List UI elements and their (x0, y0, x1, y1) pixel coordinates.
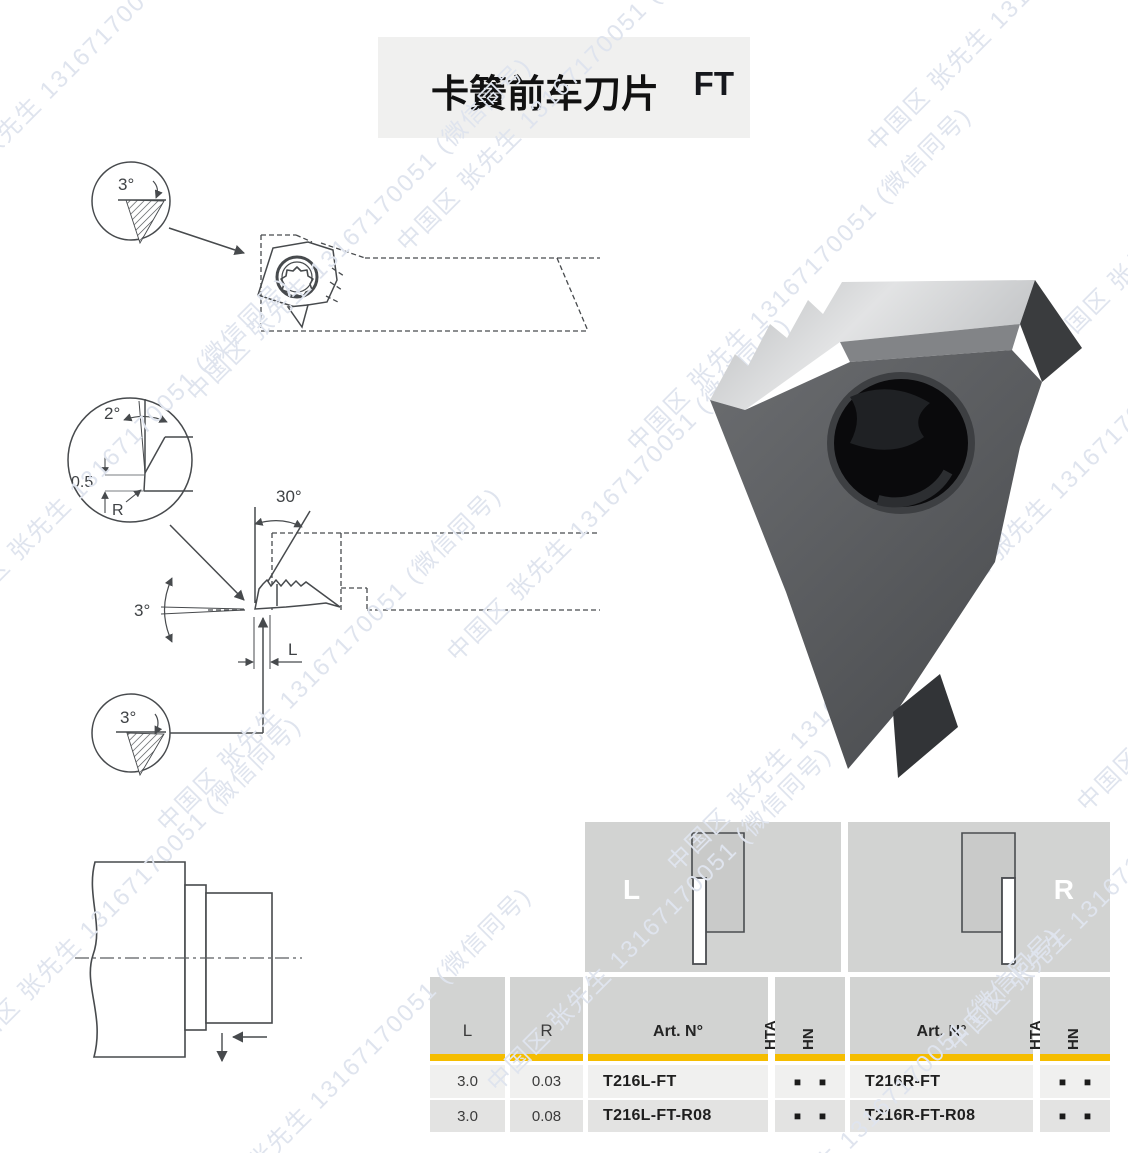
accent-bar (510, 1054, 583, 1061)
table-cell-r: 0.03 (510, 1065, 583, 1098)
right-hand-label: R (1053, 874, 1074, 905)
table-cell-artno: T216L-FT-R08 (588, 1100, 768, 1132)
orientation-panel-left: L (585, 822, 841, 972)
clearance-detail-circle (91, 693, 171, 773)
accent-bar (588, 1054, 768, 1061)
screw-outer (275, 255, 319, 299)
hole-reflection (850, 389, 930, 450)
accent-bar (430, 1054, 505, 1061)
header-label: R (540, 1021, 553, 1040)
insert-profile (254, 578, 341, 610)
hta-available-marker: ■ (1058, 1074, 1067, 1089)
drawing-top-view: 3° (91, 161, 600, 332)
header-label-hta: HTA (762, 1020, 779, 1050)
radius-label: R (112, 502, 124, 519)
header-label-hn: HN (800, 1028, 817, 1050)
table-cell-artno: T216R-FT (850, 1065, 1033, 1098)
availability-markers: ■ ■ (775, 1100, 845, 1132)
insert-outline (257, 241, 338, 308)
column-header-r: R (510, 977, 583, 1054)
detail-circle (91, 161, 171, 241)
accent-bar (850, 1054, 1033, 1061)
dimension-label: 0.5 (71, 474, 93, 491)
torx-icon (280, 266, 314, 298)
insert-right-corner (1020, 280, 1082, 382)
table-cell-artno: T216L-FT (588, 1065, 768, 1098)
table-cell-r: 0.08 (510, 1100, 583, 1132)
accent-bar (1040, 1054, 1110, 1061)
header-label-hn: HN (1065, 1028, 1082, 1050)
angle-arrow (152, 180, 163, 199)
holder-dashed-outline (260, 234, 600, 332)
header-label: Art. N° (916, 1023, 967, 1040)
page-title: 卡簧前车刀片 (430, 71, 659, 116)
header-label: L (462, 1021, 473, 1040)
detail-leader-arrow (168, 227, 245, 255)
hn-available-marker: ■ (818, 1074, 827, 1089)
blade-left (692, 877, 707, 965)
drawing-side-view: 2° 0.5 R 30° 3° L 3° (67, 397, 600, 777)
column-header-l: L (430, 977, 505, 1054)
drawing-workpiece (75, 861, 302, 1063)
shaft-body (89, 861, 186, 1058)
hn-available-marker: ■ (1083, 1109, 1092, 1123)
watermark-text: 中国区 张先生 13167170051 (微信同号) (857, 0, 1128, 158)
availability-markers: ■ ■ (1040, 1065, 1110, 1098)
hta-available-marker: ■ (1058, 1109, 1067, 1123)
header-label: Art. N° (653, 1023, 703, 1040)
length-label: L (288, 640, 297, 659)
hatched-edge (126, 732, 165, 777)
insert-top-face (710, 280, 1035, 410)
table-cell-l: 3.0 (430, 1100, 505, 1132)
angle-label: 2° (104, 404, 120, 423)
hn-available-marker: ■ (1083, 1074, 1092, 1089)
hole-inner-shine (876, 469, 953, 508)
angle-label: 3° (118, 175, 134, 194)
column-header-art-left: Art. N° (588, 977, 768, 1054)
right-hand-diagram (961, 832, 1016, 965)
table-cell-l: 3.0 (430, 1065, 505, 1098)
hatched-edge (125, 199, 165, 245)
column-header-art-right: Art. N° (850, 977, 1033, 1054)
tip-detail-circle (67, 397, 193, 523)
title-bar: 卡簧前车刀片 FT (378, 37, 750, 138)
hn-available-marker: ■ (818, 1109, 827, 1123)
availability-markers: ■ ■ (775, 1065, 845, 1098)
availability-markers: ■ ■ (1040, 1100, 1110, 1132)
accent-bar (775, 1054, 845, 1061)
column-header-hta-hn-right: HTA HN (1027, 977, 1110, 1054)
type-code: FT (693, 65, 734, 102)
insert-photo (710, 280, 1082, 778)
left-hand-diagram (691, 832, 745, 965)
insert-bottom-corner (893, 674, 958, 778)
left-hand-label: L (623, 874, 641, 905)
blade-right (1001, 877, 1016, 965)
header-label-hta: HTA (1027, 1020, 1044, 1050)
angle-label: 3° (120, 708, 136, 727)
hta-available-marker: ■ (793, 1074, 802, 1089)
angle-label: 30° (276, 487, 302, 506)
detail-leader-arrow (169, 524, 245, 601)
insert-chamfer-band (840, 324, 1020, 362)
table-cell-artno: T216R-FT-R08 (850, 1100, 1033, 1132)
column-header-hta-hn-left: HTA HN (762, 977, 845, 1054)
orientation-panel-right: R (848, 822, 1110, 972)
hta-available-marker: ■ (793, 1109, 802, 1123)
angle-label: 3° (134, 601, 150, 620)
insert-nose (286, 304, 310, 329)
